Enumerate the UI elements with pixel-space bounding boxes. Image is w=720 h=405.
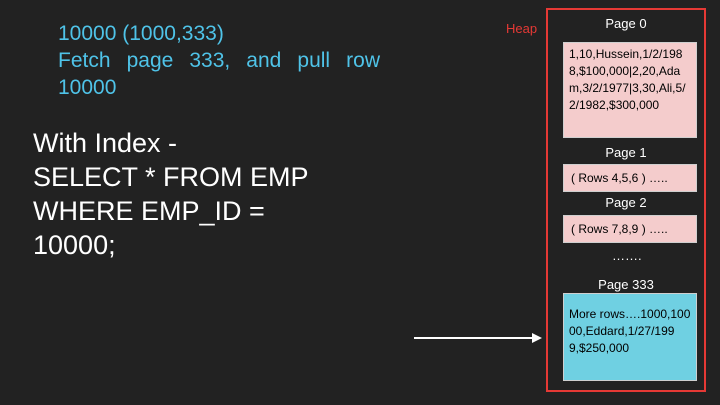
sql-query: With Index - SELECT * FROM EMP WHERE EMP…: [33, 126, 353, 262]
page-333-label: Page 333: [598, 277, 654, 292]
heap-label: Heap: [506, 21, 538, 36]
lookup-note-line-2: Fetch page 333, and pull row 10000: [58, 49, 380, 99]
query-line-1: With Index -: [33, 128, 178, 158]
page-2-box: ( Rows 7,8,9 ) …..: [563, 215, 697, 243]
lookup-note: 10000 (1000,333) Fetch page 333, and pul…: [58, 20, 380, 101]
query-line-2: SELECT * FROM EMP: [33, 162, 309, 192]
page-333-box: More rows….1000,10000,Eddard,1/27/1999,$…: [563, 293, 697, 381]
page-1-box: ( Rows 4,5,6 ) …..: [563, 164, 697, 192]
fetch-arrow-icon: [414, 333, 542, 343]
lookup-note-line-1: 10000 (1000,333): [58, 22, 224, 45]
pages-ellipsis: …….: [612, 248, 642, 263]
page-1-label: Page 1: [605, 145, 647, 160]
query-line-3: WHERE EMP_ID =: [33, 196, 265, 226]
query-line-4: 10000;: [33, 230, 116, 260]
page-0-box: 1,10,Hussein,1/2/1988,$100,000|2,20,Adam…: [563, 42, 697, 138]
page-2-label: Page 2: [605, 195, 647, 210]
page-0-label: Page 0: [605, 16, 647, 31]
heap-container: [546, 8, 706, 392]
